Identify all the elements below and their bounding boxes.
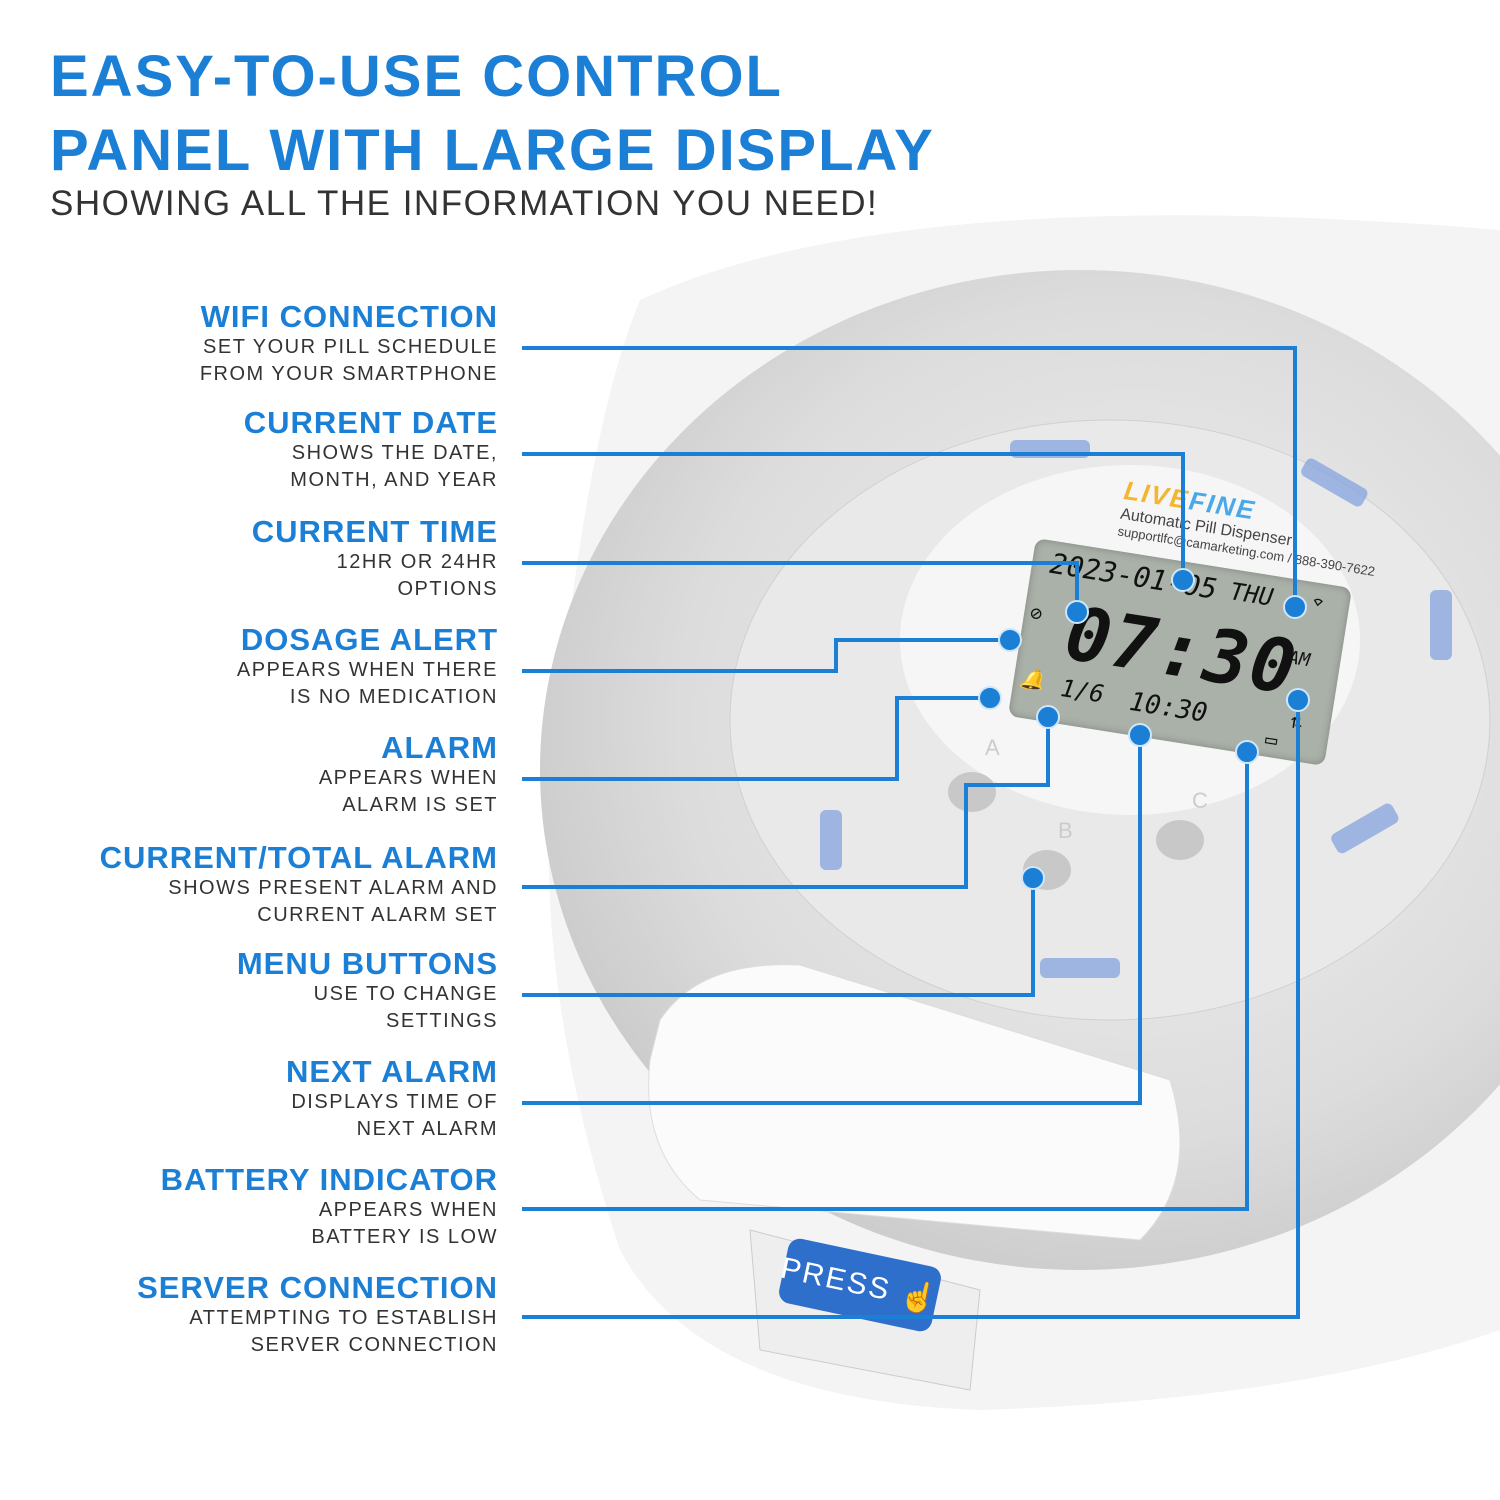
pill-alert-icon: ⊘ [1028,600,1045,626]
button-label-c: C [1192,788,1208,813]
callout-desc: FROM YOUR SMARTPHONE [199,363,498,385]
callout-title: CURRENT DATE [243,405,498,440]
callout-desc: BATTERY IS LOW [311,1226,498,1248]
callout-desc: SETTINGS [385,1010,498,1032]
headline-line-1: EASY-TO-USE CONTROL [50,44,783,109]
callout-desc: SERVER CONNECTION [250,1334,498,1356]
callout-desc: DISPLAYS TIME OF [291,1091,498,1113]
callout-battery-indicator: BATTERY INDICATOR APPEARS WHEN BATTERY I… [161,1163,498,1251]
callout-desc: ATTEMPTING TO ESTABLISH [189,1307,498,1329]
callout-menu-buttons: MENU BUTTONS USE TO CHANGE SETTINGS [237,947,498,1035]
callout-next-alarm: NEXT ALARM DISPLAYS TIME OF NEXT ALARM [286,1055,498,1143]
lcd-alarm-count: 1/6 [1058,673,1106,709]
callout-current-date: CURRENT DATE SHOWS THE DATE, MONTH, AND … [244,406,498,494]
button-label-a: A [985,735,1000,760]
button-a [948,772,996,812]
press-label: PRESS [777,1251,894,1308]
button-b [1023,850,1071,890]
callout-server-connection: SERVER CONNECTION ATTEMPTING TO ESTABLIS… [137,1271,498,1359]
callout-desc: OPTIONS [397,578,498,600]
callout-desc: SHOWS PRESENT ALARM AND [168,877,498,899]
callout-current-time: CURRENT TIME 12HR OR 24HR OPTIONS [252,515,498,603]
callout-alarm: ALARM APPEARS WHEN ALARM IS SET [319,731,498,819]
callout-title: NEXT ALARM [285,1054,498,1089]
callout-desc: ALARM IS SET [342,794,498,816]
callout-desc: APPEARS WHEN [318,767,498,789]
callout-title: MENU BUTTONS [236,946,498,981]
callout-title: SERVER CONNECTION [137,1270,498,1305]
bell-icon: 🔔 [1018,665,1047,694]
battery-icon: ▭ [1263,726,1280,753]
callout-desc: MONTH, AND YEAR [290,469,498,491]
callout-dosage-alert: DOSAGE ALERT APPEARS WHEN THERE IS NO ME… [237,623,498,711]
callout-wifi-connection: WIFI CONNECTION SET YOUR PILL SCHEDULE F… [200,300,498,388]
subtitle: SHOWING ALL THE INFORMATION YOU NEED! [50,184,879,223]
callout-desc: USE TO CHANGE [313,983,498,1005]
callout-desc: SET YOUR PILL SCHEDULE [203,336,498,358]
callout-title: BATTERY INDICATOR [160,1162,498,1197]
callout-title: CURRENT/TOTAL ALARM [99,840,498,875]
server-sync-icon: ⇅ [1288,708,1305,734]
callout-desc: APPEARS WHEN [318,1199,498,1221]
wifi-icon: ⌔ [1309,590,1327,617]
lcd-ampm: AM [1286,647,1312,672]
callout-title: WIFI CONNECTION [200,299,498,334]
callout-title: ALARM [381,730,498,765]
callout-desc: NEXT ALARM [356,1118,498,1140]
callout-desc: IS NO MEDICATION [289,686,498,708]
callout-desc: CURRENT ALARM SET [257,904,498,926]
button-c [1156,820,1204,860]
lcd-weekday: THU [1227,577,1276,612]
callout-desc: APPEARS WHEN THERE [236,659,498,681]
callout-desc: 12HR OR 24HR [336,551,498,573]
callout-current-total-alarm: CURRENT/TOTAL ALARM SHOWS PRESENT ALARM … [100,841,498,929]
button-label-b: B [1058,818,1073,843]
callout-title: DOSAGE ALERT [240,622,498,657]
headline-line-2: PANEL WITH LARGE DISPLAY [50,118,935,183]
callout-desc: SHOWS THE DATE, [291,442,498,464]
callout-title: CURRENT TIME [251,514,498,549]
